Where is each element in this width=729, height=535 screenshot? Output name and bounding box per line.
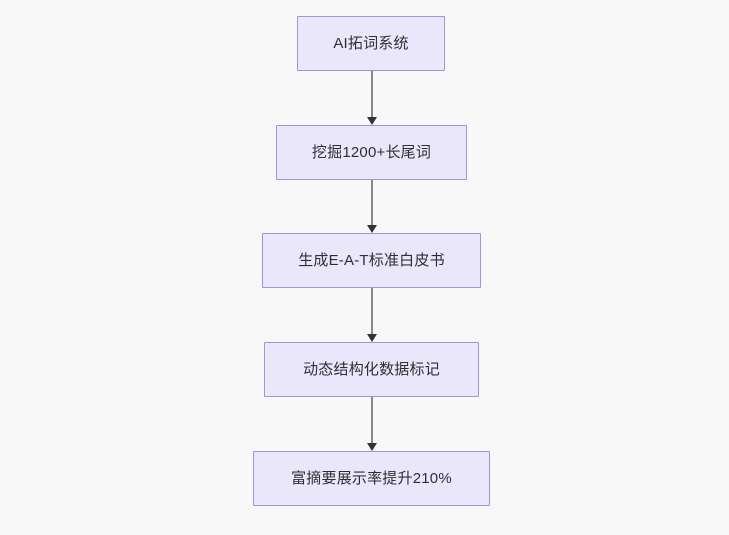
arrowhead-icon bbox=[367, 443, 377, 451]
connector-line bbox=[371, 288, 373, 334]
connector-line bbox=[371, 397, 373, 443]
connector-node1-to-node2 bbox=[367, 71, 377, 125]
arrowhead-icon bbox=[367, 225, 377, 233]
connector-node2-to-node3 bbox=[367, 180, 377, 233]
flowchart-node-label: 挖掘1200+长尾词 bbox=[311, 143, 432, 161]
flowchart-node-label: 动态结构化数据标记 bbox=[303, 360, 440, 378]
flowchart-node-2[interactable]: 挖掘1200+长尾词 bbox=[276, 125, 467, 180]
flowchart-node-4[interactable]: 动态结构化数据标记 bbox=[264, 342, 479, 397]
flowchart-node-label: AI拓词系统 bbox=[333, 34, 409, 52]
arrowhead-icon bbox=[367, 117, 377, 125]
flowchart-node-3[interactable]: 生成E-A-T标准白皮书 bbox=[262, 233, 481, 288]
arrowhead-icon bbox=[367, 334, 377, 342]
connector-line bbox=[371, 180, 373, 225]
connector-node3-to-node4 bbox=[367, 288, 377, 342]
flowchart-node-5[interactable]: 富摘要展示率提升210% bbox=[253, 451, 490, 506]
connector-node4-to-node5 bbox=[367, 397, 377, 451]
flowchart-node-1[interactable]: AI拓词系统 bbox=[297, 16, 445, 71]
flowchart-node-label: 生成E-A-T标准白皮书 bbox=[298, 251, 445, 269]
flowchart-node-label: 富摘要展示率提升210% bbox=[291, 469, 452, 487]
connector-line bbox=[371, 71, 373, 117]
